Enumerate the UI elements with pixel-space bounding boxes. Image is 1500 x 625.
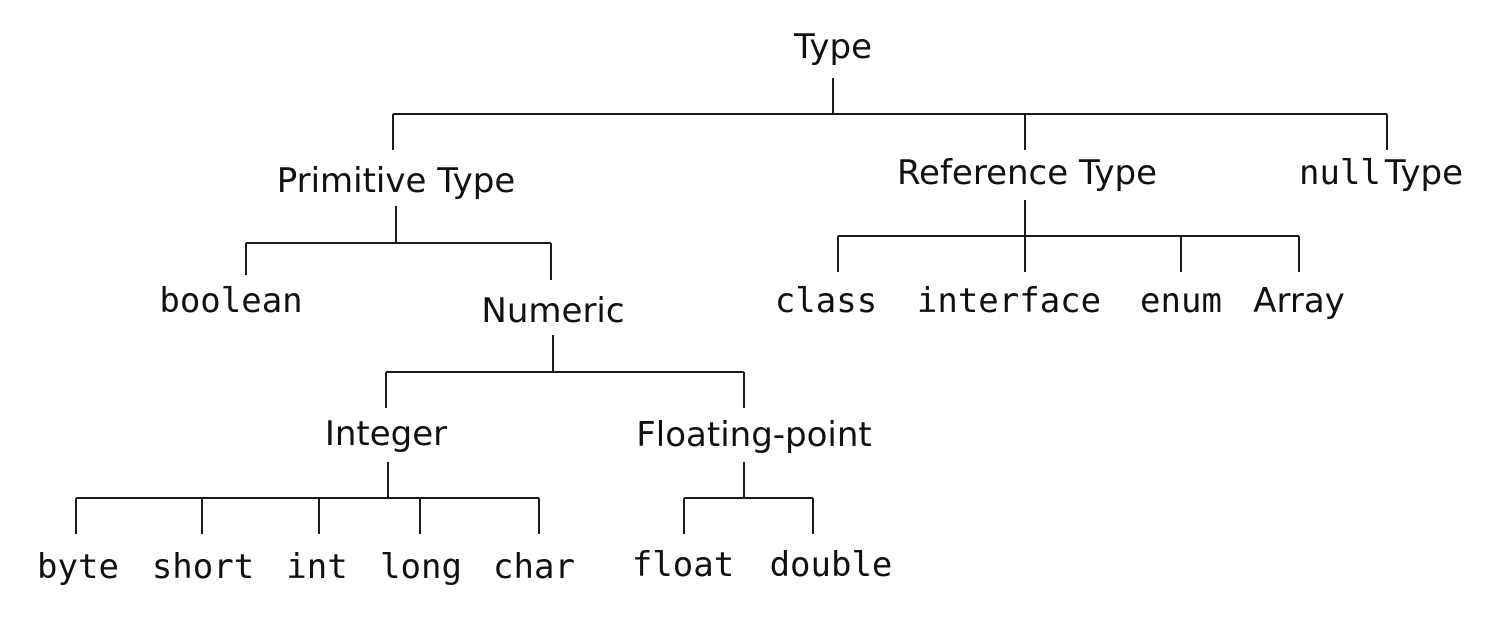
node-boolean: boolean	[159, 281, 302, 321]
node-int: int	[286, 547, 347, 587]
node-interface: interface	[917, 281, 1101, 321]
node-reference-type: Reference Type	[897, 153, 1157, 193]
node-long: long	[380, 547, 462, 587]
null-type-word: Type	[1384, 153, 1463, 193]
tree-connectors	[75, 78, 1388, 534]
node-array: Array	[1253, 281, 1345, 321]
node-integer: Integer	[325, 414, 447, 454]
node-byte: byte	[37, 547, 119, 587]
node-char: char	[493, 547, 575, 587]
node-primitive-type: Primitive Type	[277, 161, 516, 201]
node-float: float	[632, 545, 734, 585]
node-numeric: Numeric	[481, 291, 624, 331]
node-double: double	[770, 545, 893, 585]
node-short: short	[152, 547, 254, 587]
node-type: Type	[793, 27, 872, 67]
node-class: class	[775, 281, 877, 321]
null-keyword: null	[1299, 153, 1381, 193]
node-enum: enum	[1140, 281, 1222, 321]
node-floating-point: Floating-point	[636, 415, 872, 455]
